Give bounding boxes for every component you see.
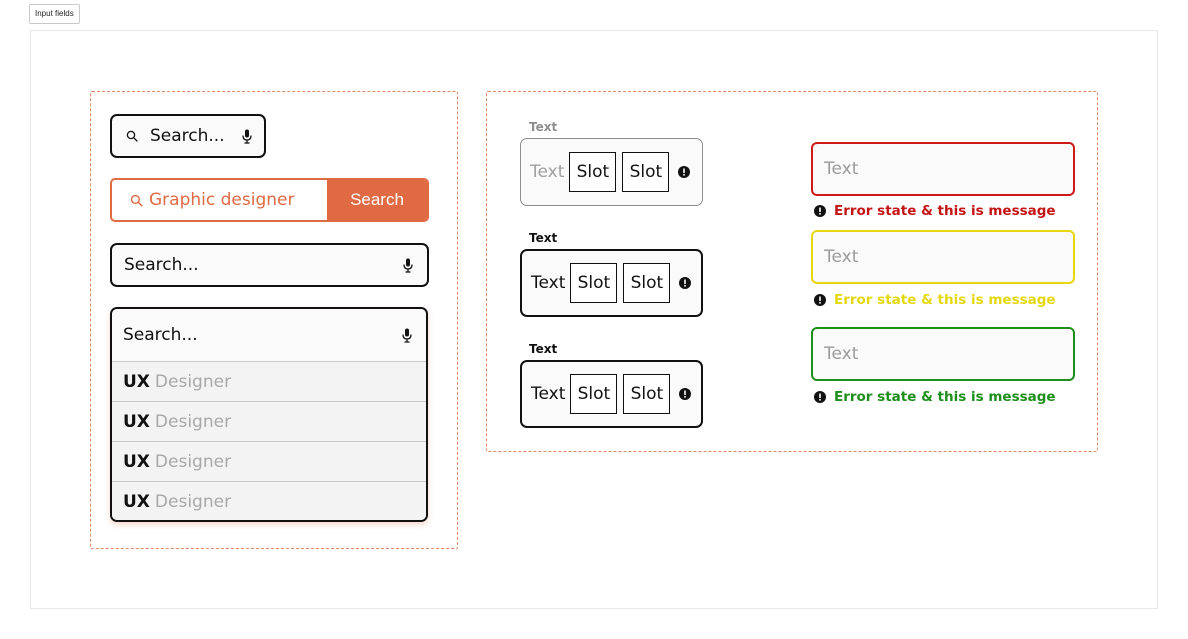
slot-field-disabled[interactable]: Text Slot Slot [520,138,703,206]
field-label: Text [529,231,558,245]
suggestion-item[interactable]: UX Designer [112,481,426,520]
search-field-with-suggestions: Search... UX Designer UX Designer UX Des… [110,307,428,522]
error-message-text: Error state & this is message [834,203,1056,219]
alert-icon [679,277,692,289]
suggestion-rest: Designer [154,371,232,392]
frame-label: Input fields [29,4,80,24]
search-value: Graphic designer [149,190,295,210]
text-field-error-red[interactable]: Text [811,142,1075,196]
field-text: Text [531,273,566,293]
suggestion-rest: Designer [154,451,232,472]
suggestion-rest: Designer [154,411,232,432]
search-placeholder: Search... [150,126,225,146]
search-input[interactable]: Search... [112,309,426,361]
suggestion-item[interactable]: UX Designer [112,441,426,481]
error-message: Error state & this is message [814,389,1056,405]
slot: Slot [623,263,671,303]
suggestion-match: UX [123,451,150,472]
alert-icon [814,205,826,217]
error-message-text: Error state & this is message [834,389,1056,405]
slot: Slot [622,152,670,192]
microphone-icon[interactable] [402,328,412,343]
search-field-compact[interactable]: Search... [110,114,266,158]
slot-field-focused[interactable]: Text Slot Slot [520,360,703,428]
search-placeholder: Search... [123,325,198,345]
microphone-icon[interactable] [242,129,252,144]
search-placeholder: Search... [124,255,199,275]
text-field-variants-group [486,91,1098,452]
search-icon [126,130,138,142]
alert-icon [678,166,691,178]
slot: Slot [569,152,617,192]
search-input[interactable]: Graphic designer [112,180,327,220]
error-message-text: Error state & this is message [834,292,1056,308]
suggestion-rest: Designer [154,491,232,512]
text-field-error-green[interactable]: Text [811,327,1075,381]
search-button[interactable]: Search [327,180,427,220]
suggestion-item[interactable]: UX Designer [112,401,426,441]
field-label: Text [529,120,558,134]
search-field-with-button: Graphic designer Search [110,178,429,222]
search-icon [130,194,143,207]
slot: Slot [570,374,618,414]
suggestion-match: UX [123,371,150,392]
microphone-icon[interactable] [403,258,413,273]
alert-icon [679,388,692,400]
field-text: Text [531,384,566,404]
field-label: Text [529,342,558,356]
error-message: Error state & this is message [814,203,1056,219]
error-message: Error state & this is message [814,292,1056,308]
suggestion-item[interactable]: UX Designer [112,361,426,401]
slot: Slot [570,263,618,303]
slot-field-default[interactable]: Text Slot Slot [520,249,703,317]
field-text: Text [530,162,565,182]
search-variants-group [90,91,458,549]
suggestion-match: UX [123,491,150,512]
text-field-error-yellow[interactable]: Text [811,230,1075,284]
search-field-wide[interactable]: Search... [110,243,429,287]
suggestion-match: UX [123,411,150,432]
alert-icon [814,294,826,306]
slot: Slot [623,374,671,414]
alert-icon [814,391,826,403]
